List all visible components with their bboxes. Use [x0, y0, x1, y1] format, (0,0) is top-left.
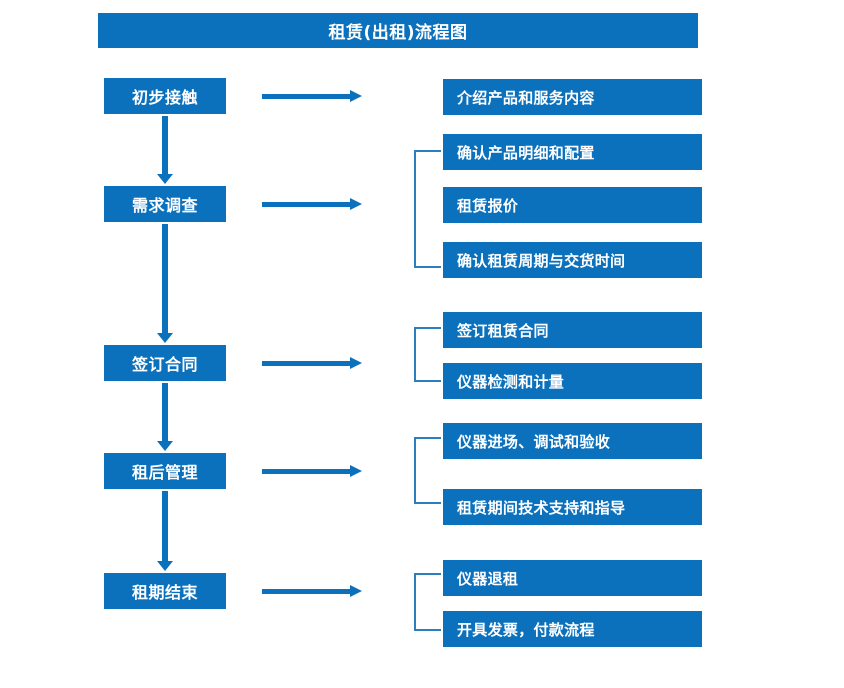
stage-box-initial-contact[interactable]: 初步接触 — [104, 78, 226, 114]
detail-box-confirm-lease-period[interactable]: 确认租赁周期与交货时间 — [443, 242, 702, 278]
stage-box-sign-contract[interactable]: 签订合同 — [104, 345, 226, 381]
down-arrow-icon-3 — [157, 383, 173, 451]
stage-box-requirement-survey[interactable]: 需求调查 — [104, 186, 226, 222]
group-bracket-icon-4 — [414, 437, 441, 504]
detail-box-sign-lease-contract[interactable]: 签订租赁合同 — [443, 312, 702, 348]
group-bracket-icon-2 — [414, 150, 441, 268]
detail-box-instrument-return[interactable]: 仪器退租 — [443, 560, 702, 596]
detail-box-instrument-entry-commissioning[interactable]: 仪器进场、调试和验收 — [443, 423, 702, 459]
group-bracket-icon-3 — [414, 327, 441, 382]
down-arrow-icon-2 — [157, 224, 173, 343]
right-arrow-icon-5 — [262, 585, 362, 597]
detail-box-invoice-payment[interactable]: 开具发票，付款流程 — [443, 611, 702, 647]
detail-box-instrument-inspection[interactable]: 仪器检测和计量 — [443, 363, 702, 399]
page-title: 租赁(出租)流程图 — [98, 13, 698, 48]
right-arrow-icon-3 — [262, 357, 362, 369]
detail-box-confirm-product-details[interactable]: 确认产品明细和配置 — [443, 134, 702, 170]
down-arrow-icon-4 — [157, 491, 173, 571]
right-arrow-icon-2 — [262, 198, 362, 210]
detail-box-introduce-products[interactable]: 介绍产品和服务内容 — [443, 79, 702, 115]
down-arrow-icon-1 — [157, 116, 173, 184]
stage-box-lease-end[interactable]: 租期结束 — [104, 573, 226, 609]
detail-box-technical-support[interactable]: 租赁期间技术支持和指导 — [443, 489, 702, 525]
right-arrow-icon-1 — [262, 90, 362, 102]
stage-box-post-lease-management[interactable]: 租后管理 — [104, 453, 226, 489]
right-arrow-icon-4 — [262, 465, 362, 477]
detail-box-lease-quotation[interactable]: 租赁报价 — [443, 187, 702, 223]
group-bracket-icon-5 — [414, 573, 441, 631]
